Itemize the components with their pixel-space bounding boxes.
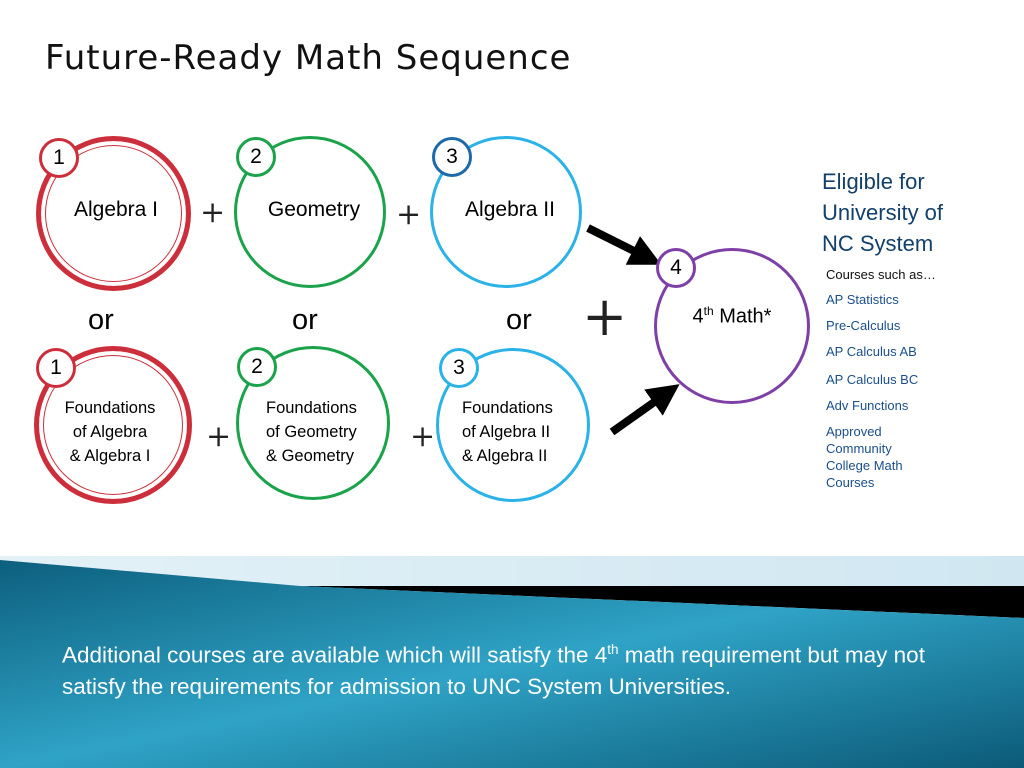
- label-line: Foundations: [64, 399, 156, 417]
- eligible-heading: Eligible for University of NC System: [822, 166, 1022, 259]
- label-line: & Algebra II: [462, 447, 548, 465]
- circle-geometry: [234, 136, 386, 288]
- step-badge-2-top: 2: [236, 137, 276, 177]
- step-badge-4: 4: [656, 248, 696, 288]
- footer-sup: th: [607, 642, 619, 657]
- circle-algebra-2: [430, 136, 582, 288]
- circle-label-foundations-algebra-2: Foundations of Algebra II & Algebra II: [462, 396, 592, 468]
- label-4: 4: [692, 305, 704, 328]
- label-line: Foundations: [462, 399, 553, 417]
- heading-line: NC System: [822, 231, 934, 256]
- label-line: of Algebra: [72, 423, 148, 441]
- course-ap-statistics: AP Statistics: [826, 292, 899, 307]
- plus-sign-top-2: +: [396, 197, 422, 232]
- heading-line: Eligible for: [822, 169, 925, 194]
- step-badge-3-bottom: 3: [439, 348, 479, 388]
- step-badge-3-top: 3: [432, 137, 472, 177]
- circle-label-foundations-geometry: Foundations of Geometry & Geometry: [266, 396, 406, 468]
- or-label-2: or: [292, 304, 318, 336]
- heading-line: University of: [822, 200, 944, 225]
- step-badge-2-bottom: 2: [237, 347, 277, 387]
- label-math: Math*: [713, 305, 772, 328]
- plus-sign-large: +: [582, 285, 628, 348]
- circle-label-algebra-1: Algebra I: [73, 198, 159, 221]
- footer-text-1: Additional courses are available which w…: [62, 642, 608, 668]
- banner-light-stripe: [0, 556, 1024, 590]
- label-line: & Geometry: [266, 447, 355, 465]
- or-label-1: or: [88, 304, 114, 336]
- circle-label-foundations-algebra-1: Foundations of Algebra & Algebra I: [40, 396, 180, 468]
- circle-label-geometry: Geometry: [267, 198, 361, 221]
- course-ap-calculus-bc: AP Calculus BC: [826, 372, 919, 387]
- course-adv-functions: Adv Functions: [826, 398, 909, 413]
- plus-sign-top-1: +: [200, 195, 226, 230]
- label-line: of Algebra II: [462, 423, 551, 441]
- course-pre-calculus: Pre-Calculus: [826, 318, 901, 333]
- course-ap-calculus-ab: AP Calculus AB: [826, 344, 917, 359]
- step-badge-1-bottom: 1: [36, 348, 76, 388]
- circle-4th-math: [654, 248, 810, 404]
- page-title: Future-Ready Math Sequence: [45, 38, 572, 78]
- plus-sign-bottom-2: +: [410, 419, 436, 454]
- plus-sign-bottom-1: +: [206, 419, 232, 454]
- footer-note: Additional courses are available which w…: [62, 634, 982, 702]
- label-th: th: [703, 304, 714, 318]
- circle-label-4th-math: 4th Math*: [664, 304, 800, 329]
- label-line: & Algebra I: [69, 447, 151, 465]
- or-label-3: or: [506, 304, 532, 336]
- label-line: of Geometry: [266, 423, 357, 441]
- step-badge-1-top: 1: [39, 138, 79, 178]
- arrow-bottom: [609, 384, 680, 436]
- banner-teal-panel: [0, 560, 1024, 768]
- label-line: Foundations: [266, 399, 357, 417]
- arrow-top: [586, 224, 662, 265]
- footer-text-2: math requirement but may not satisfy the…: [62, 642, 925, 699]
- course-community-college: Approved Community College Math Courses: [826, 424, 903, 490]
- circle-label-algebra-2: Algebra II: [465, 198, 555, 221]
- course-list-intro: Courses such as…: [826, 267, 936, 282]
